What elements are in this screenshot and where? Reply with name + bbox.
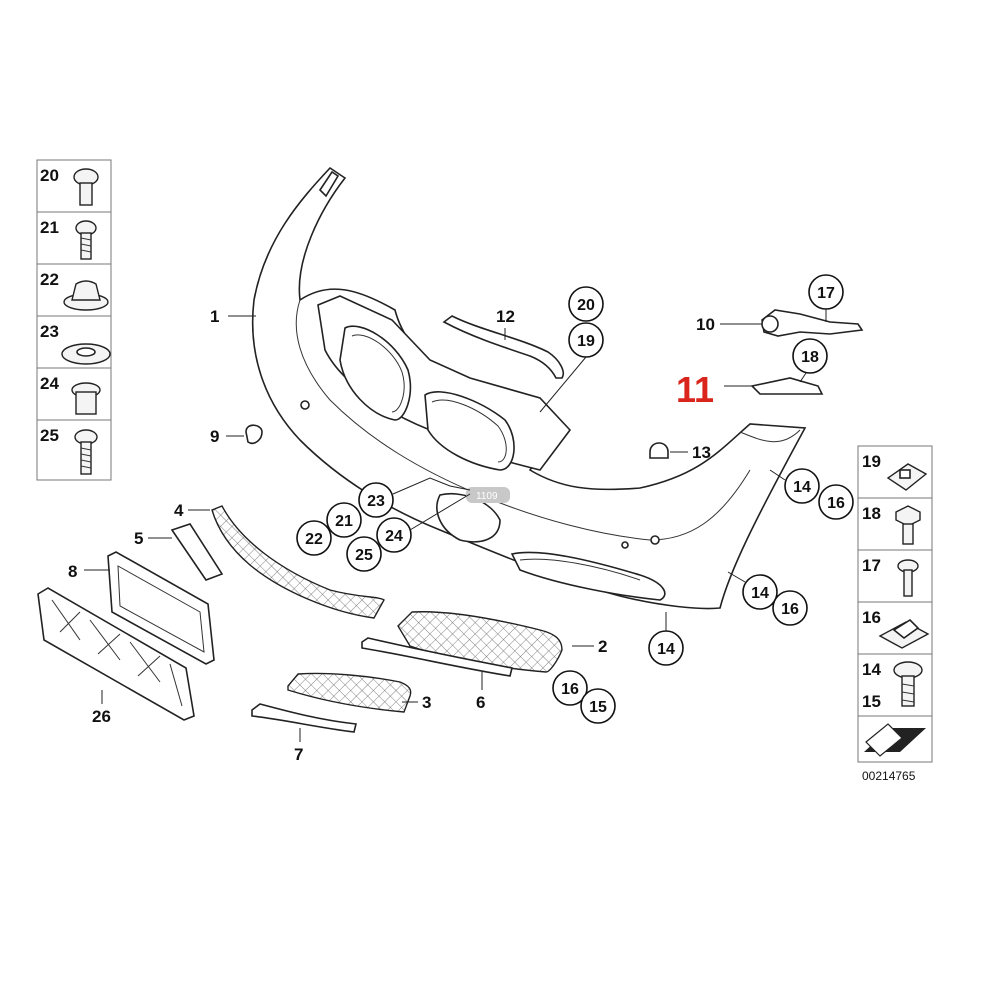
- label-9: 9: [210, 427, 219, 446]
- washer-icon: [61, 343, 111, 365]
- drawing-reference-number: 00214765: [862, 769, 916, 783]
- grille-icon: [211, 505, 385, 619]
- trim-strip-icon: [442, 315, 564, 379]
- circle-20: [568, 286, 604, 322]
- circle-label-16-lower: 16: [561, 681, 579, 698]
- circle-label-24: 24: [385, 528, 403, 545]
- mounting-bracket-icon: [761, 309, 864, 337]
- circle-label-20: 20: [577, 297, 595, 314]
- sensor-holder-icon: [649, 442, 669, 459]
- label-26: 26: [92, 707, 111, 726]
- legend-label-17: 17: [862, 556, 881, 575]
- watermark: 1109: [466, 487, 510, 503]
- leader-24: [409, 493, 471, 531]
- direction-arrow-icon: [864, 723, 926, 757]
- label-10: 10: [696, 315, 715, 334]
- circle-label-23: 23: [367, 493, 385, 510]
- grommet-icon: [63, 280, 109, 311]
- legend-label-19: 19: [862, 452, 881, 471]
- legend-label-23: 23: [40, 322, 59, 341]
- hex-screw-icon: [74, 429, 98, 475]
- legend-cell-18: [857, 497, 933, 551]
- leader-14-upper: [769, 469, 786, 481]
- legend-cell-21: [36, 211, 112, 265]
- circle-label-19: 19: [577, 333, 595, 350]
- legend-label-25: 25: [40, 426, 59, 445]
- screw-icon: [73, 168, 99, 206]
- expansion-nut-icon: [71, 382, 101, 415]
- label-2: 2: [598, 637, 607, 656]
- leader-23: [392, 477, 471, 495]
- legend-label-24: 24: [40, 374, 59, 393]
- leader-14-middle: [727, 571, 746, 583]
- legend-label-16: 16: [862, 608, 881, 627]
- circle-18: [792, 338, 828, 374]
- circle-25: [346, 536, 382, 572]
- legend-label-22: 22: [40, 270, 59, 289]
- circle-label-16-upper: 16: [827, 495, 845, 512]
- right-trim-strip-icon: [361, 637, 513, 677]
- circle-24: [376, 517, 412, 553]
- legend-label-15: 15: [862, 692, 881, 711]
- circle-16-lower: [552, 670, 588, 706]
- highlighted-part-label: 11: [676, 369, 714, 410]
- bumper-bracket-icon: [750, 377, 824, 395]
- leader-19: [539, 356, 587, 413]
- tow-hook-cover-icon: [245, 424, 263, 445]
- flange-screw-icon: [893, 661, 923, 707]
- circle-label-17: 17: [817, 285, 835, 302]
- circle-label-25: 25: [355, 547, 373, 564]
- circle-23: [358, 482, 394, 518]
- license-bracket-frame-icon: [37, 587, 195, 721]
- front-bumper-icon: [251, 166, 807, 610]
- watermark-text: 1109: [476, 491, 498, 502]
- circle-22: [296, 520, 332, 556]
- circle-label-18: 18: [801, 349, 819, 366]
- leader-18: [799, 372, 807, 383]
- circle-21: [326, 502, 362, 538]
- label-6: 6: [476, 693, 485, 712]
- circle-label-14-middle: 14: [751, 585, 769, 602]
- circle-16-upper: [818, 484, 854, 520]
- legend-cell-14-15: [857, 653, 933, 717]
- label-7: 7: [294, 745, 303, 764]
- label-13: 13: [692, 443, 711, 462]
- legend-cell-25: [36, 419, 112, 481]
- round-head-screw-icon: [897, 559, 919, 597]
- circle-16-middle: [772, 590, 808, 626]
- circle-15-lower: [580, 688, 616, 724]
- label-1: 1: [210, 307, 219, 326]
- circle-label-14-upper: 14: [793, 479, 811, 496]
- legend-label-18: 18: [862, 504, 881, 523]
- license-plate-base-icon: [107, 551, 215, 665]
- label-12: 12: [496, 307, 515, 326]
- label-8: 8: [68, 562, 77, 581]
- circle-label-14-lower: 14: [657, 641, 675, 658]
- circle-label-16-middle: 16: [781, 601, 799, 618]
- clip-nut-icon: [886, 463, 928, 491]
- circle-label-15-lower: 15: [589, 699, 607, 716]
- circle-label-21: 21: [335, 513, 353, 530]
- right-fastener-legend: 19 18 17 16 14 15: [857, 445, 933, 783]
- left-trim-strip-icon: [251, 703, 357, 733]
- circle-label-22: 22: [305, 531, 323, 548]
- circle-14-middle: [742, 574, 778, 610]
- tapping-screw-icon: [75, 220, 97, 260]
- tow-eye-cover-icon: [170, 523, 224, 581]
- legend-label-21: 21: [40, 218, 59, 237]
- label-3: 3: [422, 693, 431, 712]
- left-fastener-legend: 20 21 22 23 24 25: [36, 159, 112, 481]
- legend-label-20: 20: [40, 166, 59, 185]
- spring-nut-icon: [878, 618, 930, 649]
- collar-bolt-icon: [895, 505, 921, 545]
- circle-14-upper: [784, 468, 820, 504]
- label-4: 4: [174, 501, 184, 520]
- label-5: 5: [134, 529, 143, 548]
- left-fog-grille-icon: [287, 672, 412, 713]
- legend-label-14: 14: [862, 660, 881, 679]
- legend-cell-20: [36, 159, 112, 213]
